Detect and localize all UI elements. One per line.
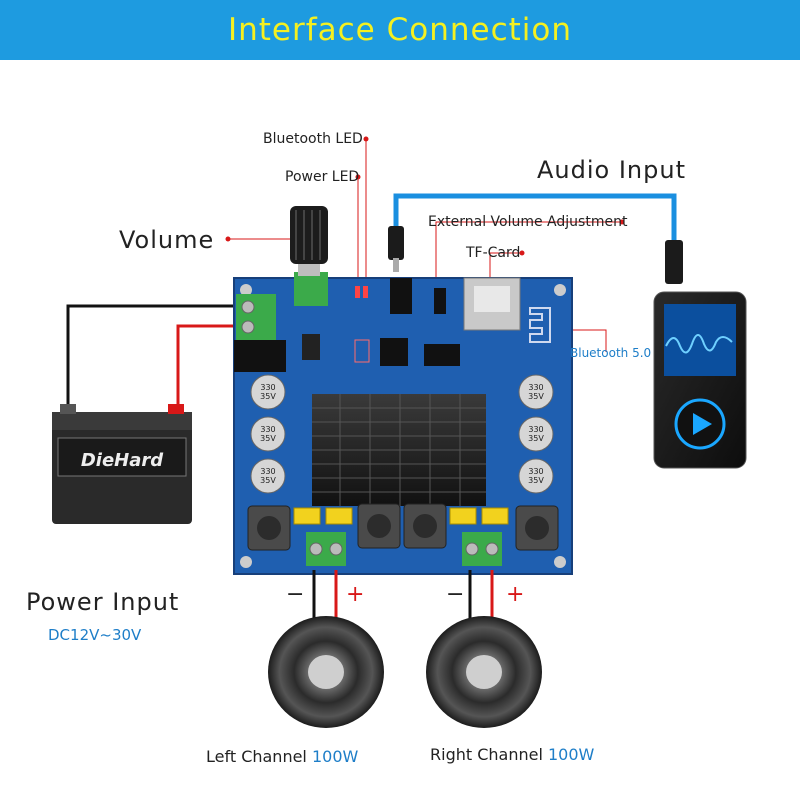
left-minus-sign: −	[286, 582, 305, 607]
external-volume-label: External Volume Adjustment	[428, 214, 628, 230]
right-channel-caption: Right Channel 100W	[430, 745, 594, 764]
svg-text:35V: 35V	[260, 434, 276, 443]
tf-card-label: TF-Card	[466, 245, 521, 261]
speaker-wires	[312, 570, 494, 622]
battery: DieHard	[52, 404, 192, 524]
left-plus-sign: +	[346, 582, 365, 607]
bluetooth-led-label: Bluetooth LED	[263, 131, 363, 147]
right-plus-sign: +	[506, 582, 525, 607]
svg-text:35V: 35V	[528, 392, 544, 401]
svg-text:330: 330	[528, 383, 543, 392]
volume-knob	[290, 206, 328, 276]
svg-text:35V: 35V	[260, 392, 276, 401]
bluetooth-version-label: Bluetooth 5.0	[570, 346, 652, 360]
svg-text:330: 330	[260, 425, 275, 434]
svg-text:35V: 35V	[528, 434, 544, 443]
left-speaker	[268, 616, 384, 728]
audio-input-label: Audio Input	[537, 156, 686, 184]
music-player	[653, 291, 747, 469]
svg-text:330: 330	[260, 383, 275, 392]
right-channel-label: Right Channel	[430, 745, 543, 764]
power-range-label: DC12V~30V	[48, 626, 142, 644]
title-banner: Interface Connection	[0, 0, 800, 60]
left-channel-label: Left Channel	[206, 747, 307, 766]
left-channel-power: 100W	[311, 747, 359, 766]
power-input-label: Power Input	[26, 588, 180, 616]
power-led-label: Power LED	[285, 169, 360, 185]
page-title: Interface Connection	[227, 12, 573, 48]
battery-brand: DieHard	[81, 450, 164, 471]
audio-cable	[388, 193, 683, 284]
volume-label: Volume	[119, 226, 215, 254]
right-speaker	[426, 616, 542, 728]
right-minus-sign: −	[446, 582, 465, 607]
black-wire	[66, 304, 244, 420]
svg-text:330: 330	[528, 467, 543, 476]
svg-text:330: 330	[260, 467, 275, 476]
svg-text:35V: 35V	[528, 476, 544, 485]
red-wire	[176, 324, 244, 420]
left-channel-caption: Left Channel 100W	[206, 747, 358, 766]
svg-text:330: 330	[528, 425, 543, 434]
right-channel-power: 100W	[548, 745, 595, 764]
svg-text:35V: 35V	[260, 476, 276, 485]
